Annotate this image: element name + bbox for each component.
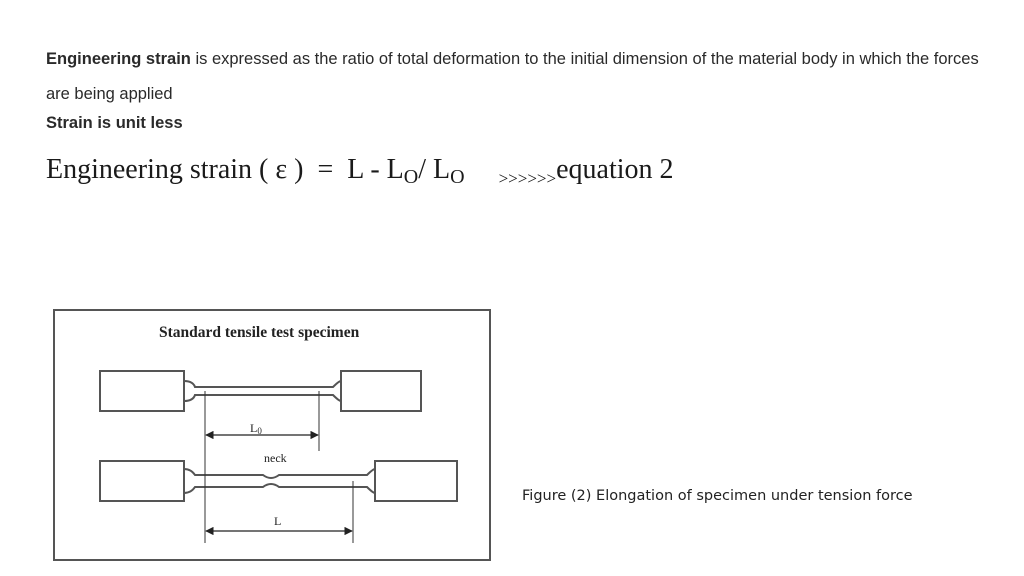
term-engineering-strain: Engineering strain (46, 50, 191, 68)
elongated-specimen (99, 460, 458, 502)
specimen-diagram: Standard tensile test specimen (99, 324, 458, 543)
reference-lines (204, 391, 354, 543)
label-neck: neck (264, 451, 287, 465)
label-l0: L0 (250, 421, 262, 436)
tensile-specimen-figure: Standard tensile test specimen (53, 309, 491, 561)
original-specimen (99, 370, 422, 412)
equation-arrows: >>>>>> (498, 169, 557, 188)
equation-subscript-1: O (403, 166, 419, 188)
figure-caption: Figure (2) Elongation of specimen under … (522, 488, 913, 504)
equation-rhs-part2: / L (418, 154, 451, 185)
equation-lhs: Engineering strain ( ε ) (46, 154, 304, 185)
figure-title: Standard tensile test specimen (159, 324, 360, 341)
equation-equals: = (317, 154, 334, 185)
equation-subscript-2: O (450, 166, 465, 188)
label-l: L (274, 514, 281, 528)
definition-text: is expressed as the ratio of total defor… (46, 50, 979, 103)
definition-paragraph: Engineering strain is expressed as the r… (46, 42, 986, 112)
strain-equation: Engineering strain ( ε ) = L - LO/ LO>>>… (46, 154, 674, 189)
unit-note: Strain is unit less (46, 114, 183, 132)
equation-tag: equation 2 (556, 154, 674, 185)
equation-rhs-part1: L - L (347, 154, 404, 185)
